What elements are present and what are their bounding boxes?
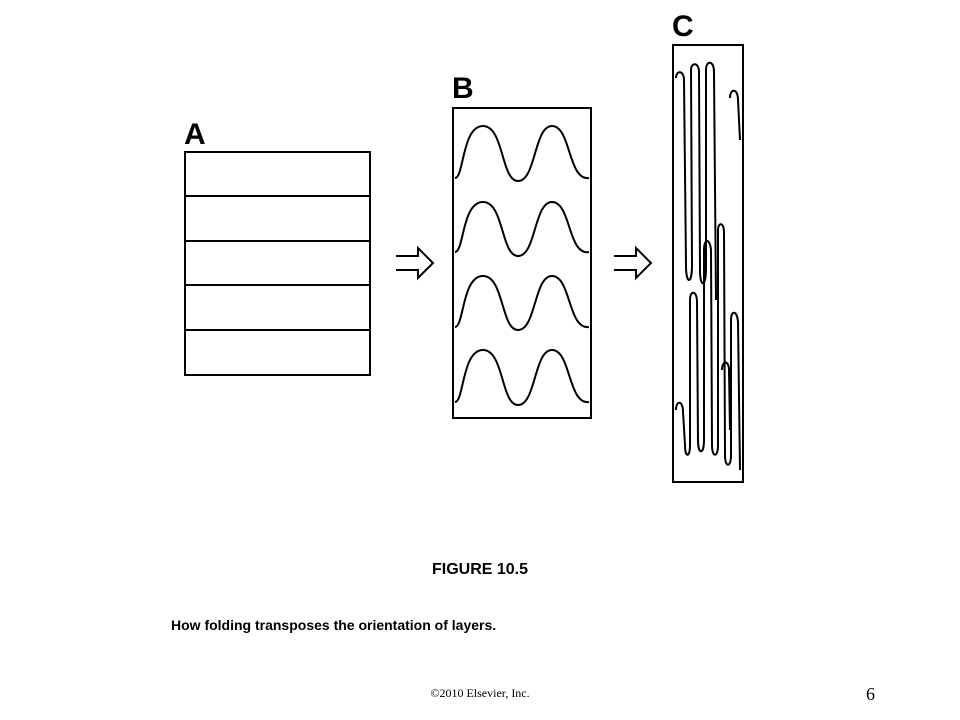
- panel-b-frame: [452, 107, 592, 419]
- copyright-notice: ©2010 Elsevier, Inc.: [430, 686, 530, 700]
- panel-b-fold-line: [454, 274, 590, 332]
- panel-c-fold-line: [721, 361, 731, 431]
- panel-b-label: B: [452, 72, 474, 105]
- panel-a-frame: [184, 151, 371, 376]
- figure-caption: How folding transposes the orientation o…: [171, 617, 497, 633]
- page-number: 6: [866, 684, 875, 704]
- figure-title: FIGURE 10.5: [431, 561, 529, 578]
- panel-c-label: C: [672, 10, 694, 43]
- double-arrow-right-icon: [396, 245, 435, 281]
- panel-a-label: A: [184, 118, 206, 151]
- double-arrow-right-icon: [614, 245, 653, 281]
- panel-c-tight-folds: [672, 44, 744, 483]
- panel-a-flat-layers: [184, 151, 371, 376]
- panel-c-fold-line: [675, 223, 741, 471]
- panel-c-fold-line: [729, 89, 741, 141]
- panel-c-fold-line: [675, 61, 717, 301]
- panel-b-fold-line: [454, 200, 590, 258]
- panel-c-frame: [672, 44, 744, 483]
- panel-b-fold-line: [454, 348, 590, 407]
- panel-b-folded-layers: [452, 107, 592, 419]
- panel-b-fold-line: [454, 124, 590, 183]
